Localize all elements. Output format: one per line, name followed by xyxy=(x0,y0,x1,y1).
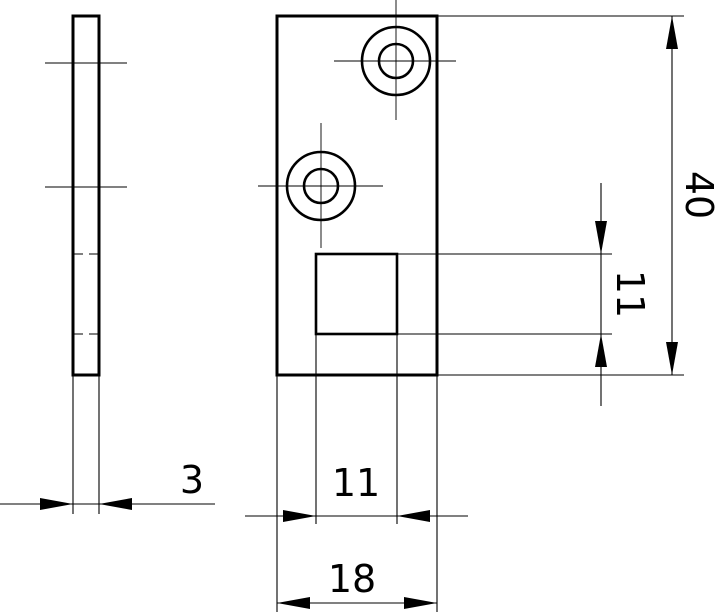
front-view-outline xyxy=(275,14,439,377)
overall-height-dimension: 40 xyxy=(437,15,720,376)
thickness-label: 3 xyxy=(180,458,204,502)
arrowhead xyxy=(595,334,607,367)
arrowhead xyxy=(283,510,316,522)
overall-width-label: 18 xyxy=(328,557,376,601)
arrowhead xyxy=(595,221,607,254)
arrowhead xyxy=(404,597,437,609)
overall-width-dimension: 18 xyxy=(276,375,438,612)
lower-hole xyxy=(258,123,383,248)
arrowhead xyxy=(666,342,678,375)
slot-height-dimension: 11 xyxy=(397,183,652,406)
front-view xyxy=(258,0,456,377)
arrowhead xyxy=(40,498,73,510)
arrowhead xyxy=(99,498,132,510)
slot-width-dimension: 11 xyxy=(245,334,468,524)
square-slot xyxy=(314,252,399,336)
overall-height-label: 40 xyxy=(677,171,720,219)
arrowhead xyxy=(397,510,430,522)
upper-hole xyxy=(334,0,456,120)
slot-width-label: 11 xyxy=(332,461,380,505)
arrowhead xyxy=(666,16,678,49)
side-view-outline xyxy=(71,14,101,377)
arrowhead xyxy=(277,597,310,609)
side-view xyxy=(45,14,127,377)
thickness-dimension: 3 xyxy=(0,375,215,514)
slot-height-label: 11 xyxy=(608,270,652,318)
